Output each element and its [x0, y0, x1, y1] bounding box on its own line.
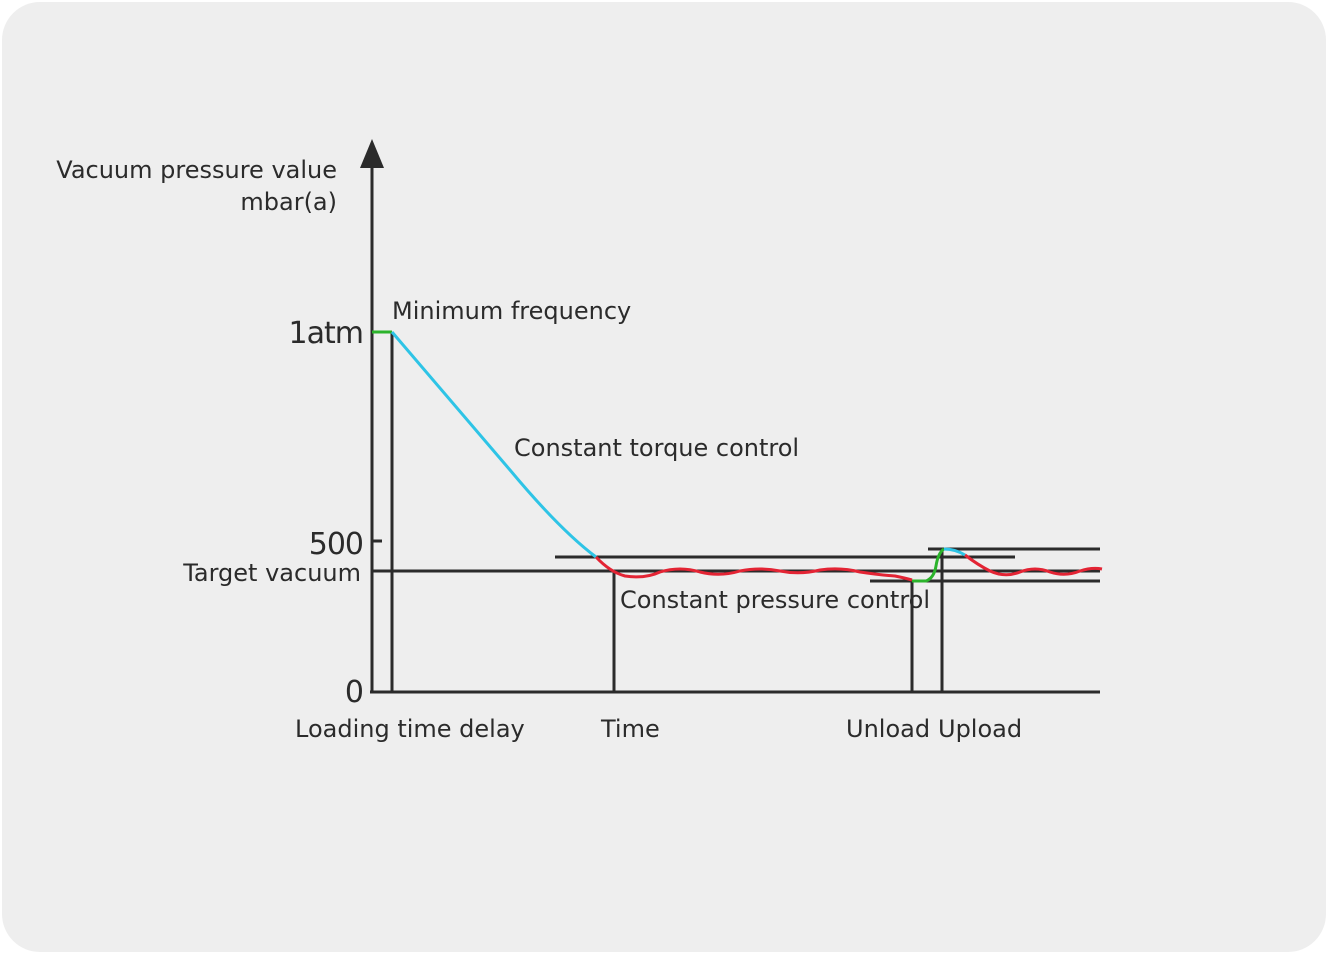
tick-label-500: 500: [309, 527, 363, 562]
tick-label-target-vacuum: Target vacuum: [182, 559, 361, 587]
label-constant-pressure: Constant pressure control: [620, 586, 930, 614]
label-unload: Unload: [846, 715, 930, 743]
y-axis-title-line2: mbar(a): [240, 188, 337, 216]
label-time: Time: [600, 715, 660, 743]
label-upload: Upload: [938, 715, 1022, 743]
label-constant-torque: Constant torque control: [514, 434, 799, 462]
torque-curve: [390, 331, 597, 559]
label-loading-time-delay: Loading time delay: [295, 715, 525, 743]
upload-blue-peak: [943, 547, 966, 557]
y-axis-arrow: [360, 139, 384, 168]
unload-green-ramp: [912, 547, 945, 583]
tick-label-zero: 0: [345, 675, 363, 710]
y-axis-title-line1: Vacuum pressure value: [56, 156, 337, 184]
pressure-curve: [594, 555, 913, 582]
label-minimum-frequency: Minimum frequency: [392, 297, 631, 325]
upload-pressure-wave: [964, 553, 1103, 577]
tick-label-1atm: 1atm: [289, 316, 363, 351]
